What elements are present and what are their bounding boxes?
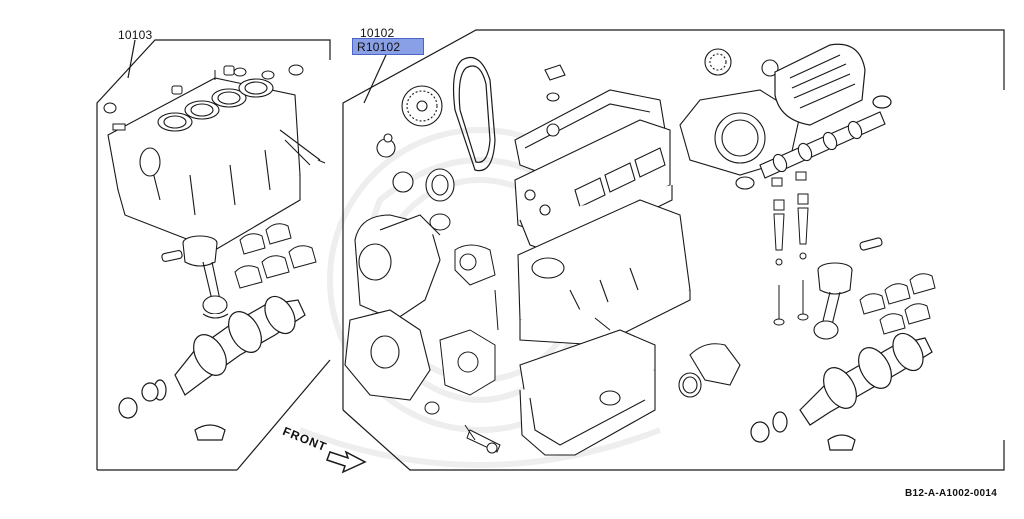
left-connecting-rod — [202, 261, 229, 319]
camshaft — [735, 111, 886, 190]
water-pump — [429, 213, 499, 331]
right-crankshaft — [750, 332, 933, 451]
cylinder-block — [107, 77, 321, 251]
long-block-frame — [342, 29, 1005, 471]
timing-belt — [452, 56, 496, 172]
short-block-frame — [96, 39, 331, 471]
timing-belt-cover-rear — [679, 89, 801, 176]
part-number-reman-highlight[interactable]: R10102 — [352, 38, 424, 55]
rear-oil-seal — [678, 343, 741, 398]
part-number-long-block[interactable]: 10102 — [360, 26, 395, 40]
timing-cover — [344, 214, 441, 401]
valve-train — [771, 171, 809, 326]
left-crankshaft — [118, 295, 306, 441]
cam-housing — [774, 43, 892, 126]
oil-pan — [519, 329, 656, 456]
cam-sprocket — [376, 85, 455, 202]
right-connecting-rod — [813, 291, 841, 340]
left-bearings — [234, 223, 317, 289]
oil-pump — [424, 329, 501, 454]
block-small-parts — [103, 64, 326, 164]
right-piston — [817, 237, 883, 295]
diagram-code: B12-A-A1002-0014 — [905, 488, 998, 499]
front-arrow-icon — [326, 450, 367, 474]
right-bearings — [859, 273, 936, 335]
left-piston — [161, 235, 218, 267]
part-number-short-block[interactable]: 10103 — [118, 28, 153, 42]
